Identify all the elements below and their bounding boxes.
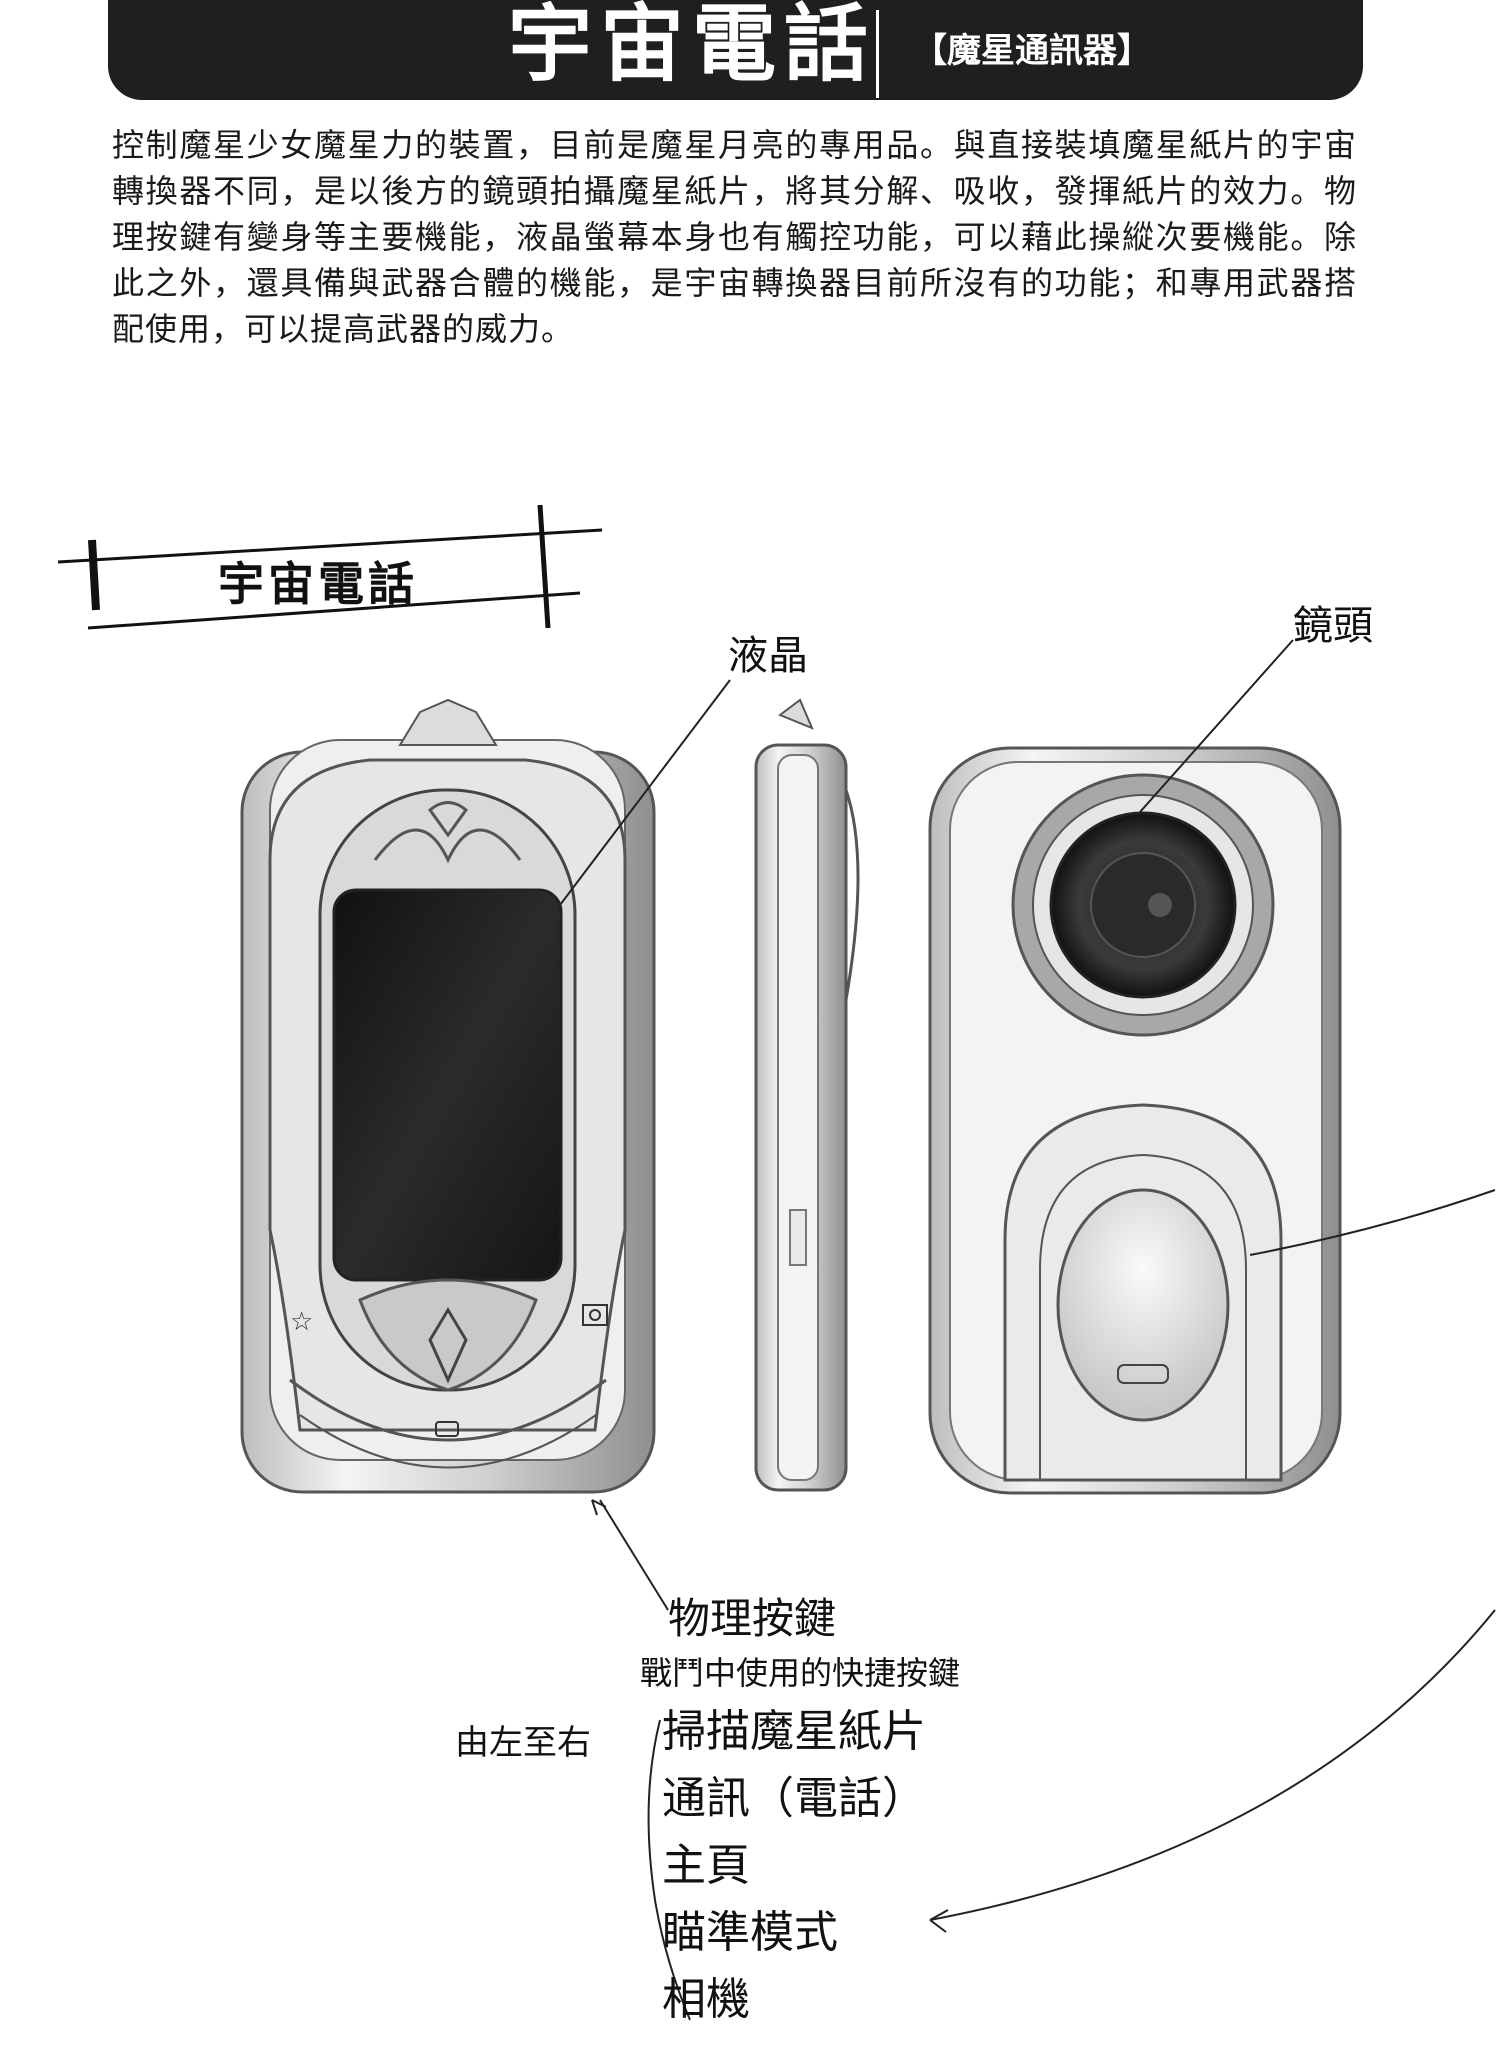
list-item: 通訊（電話） <box>662 1773 926 1824</box>
banner-divider <box>876 10 879 98</box>
list-item: 主頁 <box>662 1840 750 1891</box>
label-lcd: 液晶 <box>728 633 808 679</box>
description-paragraph: 控制魔星少女魔星力的裝置，目前是魔星月亮的專用品。與直接裝填魔星紙片的宇宙轉換器… <box>112 126 1357 348</box>
sketch-title-frame <box>57 504 603 630</box>
header-banner: 宇宙電話 【魔星通訊器】 <box>108 0 1363 100</box>
label-shortcut-buttons: 戰鬥中使用的快捷按鍵 <box>640 1654 961 1692</box>
label-physical-buttons: 物理按鍵 <box>668 1594 837 1643</box>
list-item: 掃描魔星紙片 <box>662 1706 926 1757</box>
label-order: 由左至右 <box>455 1723 591 1763</box>
page-title: 宇宙電話 <box>508 0 877 93</box>
list-item: 相機 <box>662 1974 750 2025</box>
pointer-lines <box>559 639 1496 2021</box>
svg-text:☆: ☆ <box>290 1307 313 1337</box>
list-item: 瞄準模式 <box>662 1907 838 1958</box>
back-view <box>928 746 1342 1495</box>
label-lens: 鏡頭 <box>1293 603 1373 649</box>
page-subtitle: 【魔星通訊器】 <box>913 31 1151 71</box>
side-view <box>754 698 860 1492</box>
front-view: ☆ <box>240 698 656 1494</box>
sketch-title: 宇宙電話 <box>218 557 418 611</box>
shortcut-list: 掃描魔星紙片 通訊（電話） 主頁 瞄準模式 相機 <box>662 1698 926 2033</box>
